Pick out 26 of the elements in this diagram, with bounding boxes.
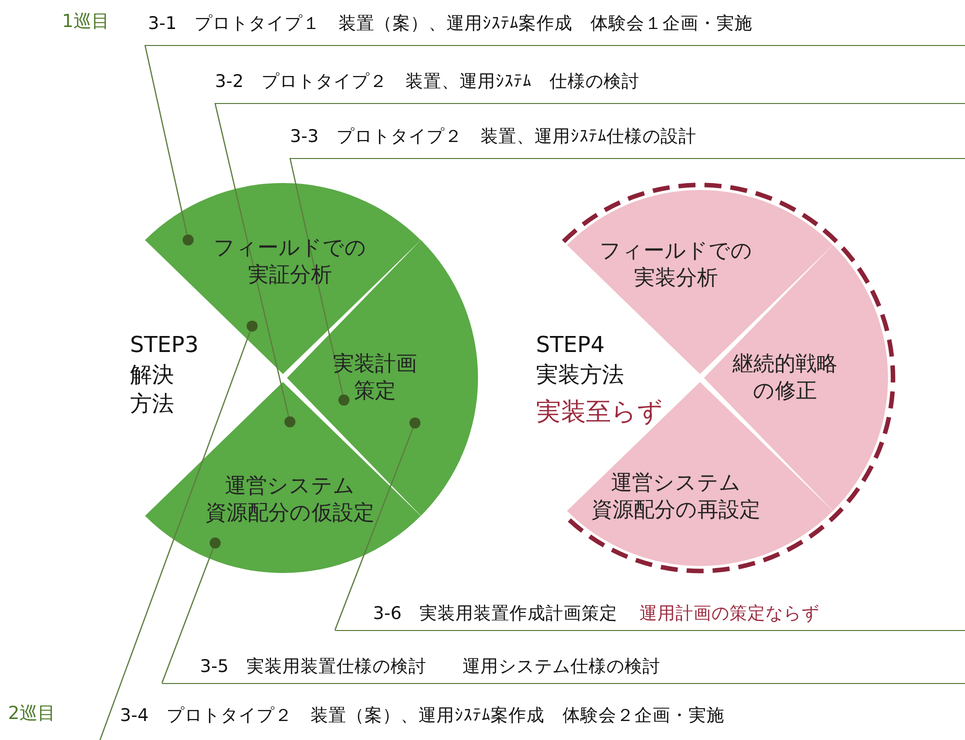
step-label: STEP4 — [536, 332, 605, 360]
leader-line — [289, 158, 350, 406]
round-label: 2巡目 — [8, 702, 56, 726]
leader-line — [214, 102, 296, 428]
round-label: 1巡目 — [62, 10, 110, 34]
leader-line — [161, 538, 221, 684]
segment-label: 継続的戦略の修正 — [732, 350, 838, 405]
step-label: 実装方法 — [536, 362, 624, 390]
leader-line — [334, 417, 420, 630]
leader-line — [144, 44, 194, 246]
step-text: 3-3 プロトタイプ２ 装置、運用ｼｽﾃﾑ仕様の設計 — [290, 126, 697, 148]
segment-label: フィールドでの実装分析 — [598, 238, 754, 292]
segment-label: 運営システム資源配分の再設定 — [590, 470, 762, 524]
step-text: 運用計画の策定ならず — [640, 603, 820, 625]
step-text: 3-6 実装用装置作成計画策定 — [373, 603, 618, 625]
leader-line — [99, 320, 258, 740]
step-text: 3-5 実装用装置仕様の検討 運用システム仕様の検討 — [200, 656, 661, 678]
step-label: 実装至らず — [536, 396, 663, 428]
segment-label: 運営システム資源配分の仮設定 — [204, 472, 376, 527]
step-text: 3-2 プロトタイプ２ 装置、運用ｼｽﾃﾑ 仕様の検討 — [215, 71, 640, 93]
step-text: 3-4 プロトタイプ２ 装置（案）、運用ｼｽﾃﾑ案作成 体験会２企画・実施 — [120, 705, 725, 727]
step-label: 解決方法 — [130, 362, 175, 419]
step-text: 3-1 プロトタイプ１ 装置（案）、運用ｼｽﾃﾑ案作成 体験会１企画・実施 — [148, 13, 753, 35]
step-label: STEP3 — [130, 332, 199, 360]
segment-label: 実装計画策定 — [332, 350, 418, 405]
segment-label: フィールドでの実証分析 — [212, 234, 368, 289]
